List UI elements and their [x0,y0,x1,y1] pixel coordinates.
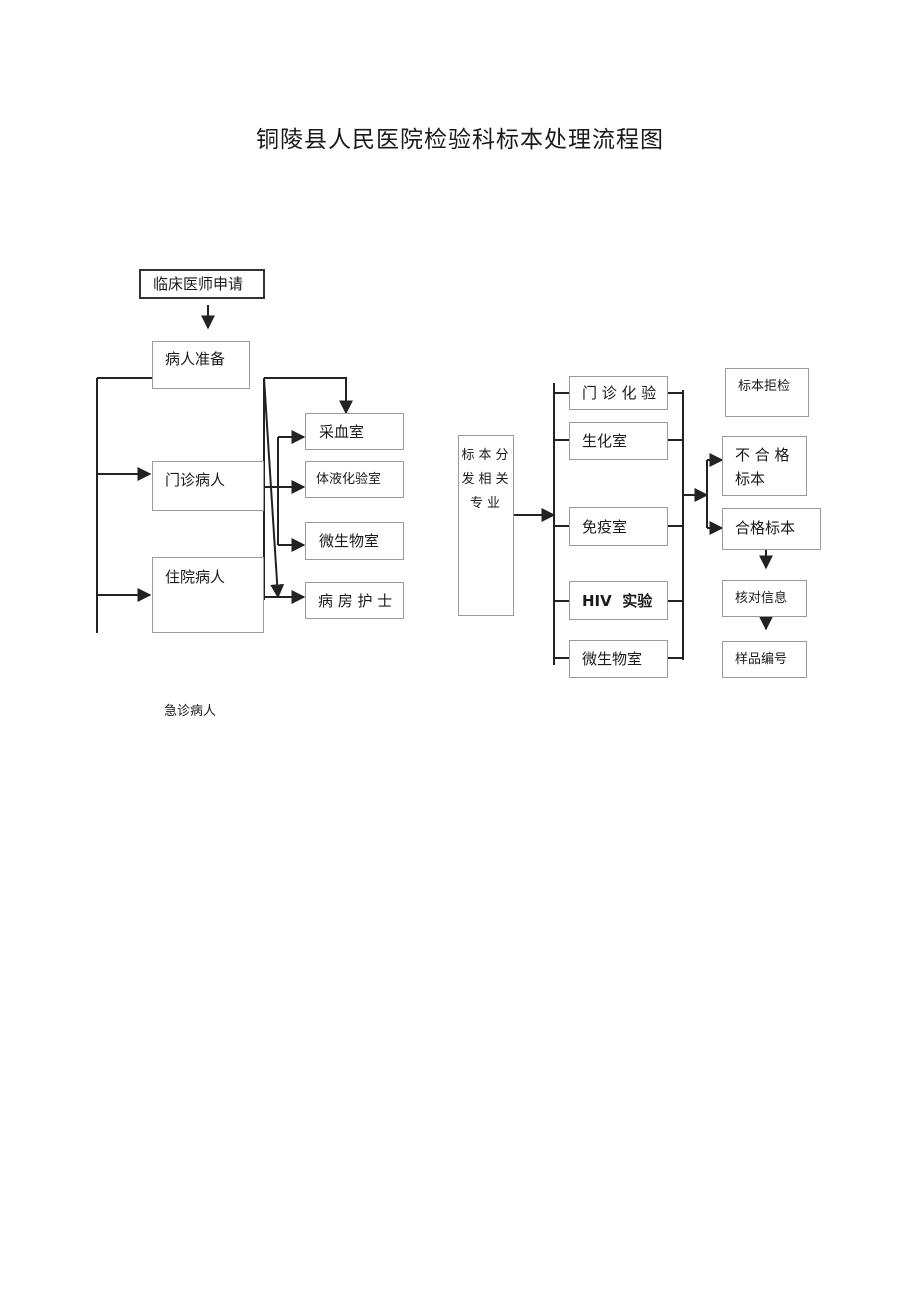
immunology-box: 免疫室 [569,507,668,546]
patient-prep-label: 病人准备 [165,350,226,368]
microbiology-box: 微生物室 [569,640,668,678]
hiv-lab-label: HIV 实验 [582,592,653,610]
body-fluid-lab-label: 体液化验室 [316,472,382,487]
arrow-to-blood-room-top [264,377,353,415]
distribution-box: 标本分发相关专业 [458,435,514,616]
patient-prep-box: 病人准备 [152,341,250,389]
sample-numbering-label: 样品编号 [735,652,788,667]
microbiology-label: 微生物室 [582,650,643,668]
outpatient-lab-label: 门 诊 化 验 [582,384,657,402]
qualified-box: 合格标本 [722,508,821,550]
microbiology-room-label: 微生物室 [319,532,380,550]
biochemistry-box: 生化室 [569,422,668,460]
inpatient-label: 住院病人 [165,568,226,586]
inpatient-box: 住院病人 [152,557,264,633]
verify-info-box: 核对信息 [722,580,807,617]
blood-room-label: 采血室 [319,423,365,441]
biochemistry-label: 生化室 [582,432,628,450]
unqualified-box: 不 合 格 标本 [722,436,807,496]
qualified-label: 合格标本 [735,519,796,537]
unqualified-label-line2: 标本 [735,470,766,488]
rejection-box: 标本拒检 [725,368,809,417]
distribution-label: 标本分发相关专业 [461,448,513,511]
blood-room-box: 采血室 [305,413,404,450]
body-fluid-lab-box: 体液化验室 [305,461,404,498]
hiv-lab-box: HIV 实验 [569,581,668,620]
ward-nurse-label: 病 房 护 士 [318,592,393,610]
sample-numbering-box: 样品编号 [722,641,807,678]
microbiology-room-box: 微生物室 [305,522,404,560]
outpatient-box: 门诊病人 [152,461,264,511]
verify-info-label: 核对信息 [735,591,788,606]
outpatient-lab-box: 门 诊 化 验 [569,376,668,410]
clinician-request-box: 临床医师申请 [139,269,265,299]
rejection-label: 标本拒检 [738,379,791,394]
immunology-label: 免疫室 [582,518,628,536]
unqualified-label-line1: 不 合 格 [735,446,790,464]
page-title: 铜陵县人民医院检验科标本处理流程图 [256,127,664,153]
clinician-request-label: 临床医师申请 [153,275,244,293]
emergency-patient-label: 急诊病人 [164,704,217,719]
ward-nurse-box: 病 房 护 士 [305,582,404,619]
outpatient-label: 门诊病人 [165,471,226,489]
